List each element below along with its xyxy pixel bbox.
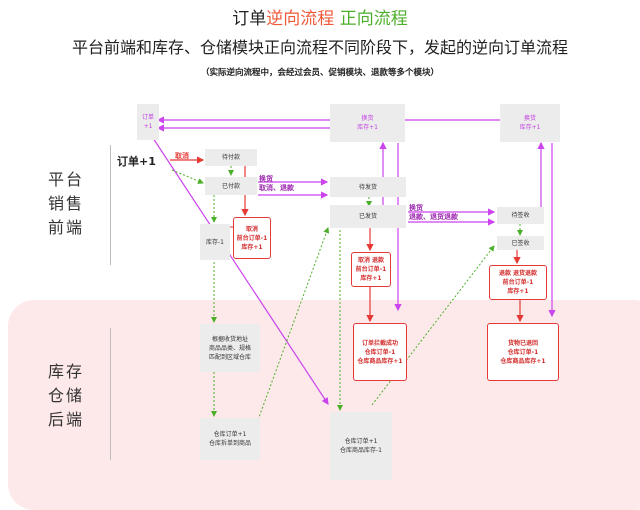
red-refund: 退款 退货退款 前台订单-1 库存+1 bbox=[489, 265, 547, 300]
title-forward: 正向流程 bbox=[339, 9, 408, 29]
label-order-big: 订单+1 bbox=[117, 155, 156, 168]
arrow-order-to-wh-goods bbox=[152, 137, 329, 406]
node-shipped: 已发货 bbox=[330, 205, 406, 228]
label-cancel: 取消 bbox=[175, 152, 189, 160]
node-pending-pay: 待付款 bbox=[205, 149, 257, 166]
diagram-title: 订单逆向流程 正向流程 bbox=[0, 8, 640, 30]
node-received: 已签收 bbox=[497, 236, 544, 250]
red-returned: 货物已退回 仓库订单-1 仓库商品库存+1 bbox=[487, 323, 559, 381]
node-pending-ship: 待发货 bbox=[330, 177, 406, 197]
red-cancel-2: 取消 退款 前台订单-1 库存+1 bbox=[351, 252, 391, 287]
red-cancel-1: 取消 前台订单-1 库存+1 bbox=[233, 217, 271, 259]
title-reverse: 逆向流程 bbox=[266, 9, 335, 29]
label-exchange-refund-1: 换货 取消、退款 bbox=[259, 175, 294, 192]
node-warehouse-order: 仓库订单+1 仓库拆单到商品 bbox=[200, 418, 260, 460]
arrow-order-to-paid bbox=[171, 169, 204, 184]
diagram-subtitle: 平台前端和库存、仓储模块正向流程不同阶段下，发起的逆向订单流程 bbox=[71, 38, 568, 57]
frontend-divider bbox=[110, 145, 111, 265]
section-backend-label: 库存 仓储 后端 bbox=[47, 362, 84, 429]
node-paid: 已付款 bbox=[205, 177, 257, 195]
title-order: 订单 bbox=[232, 9, 267, 29]
node-stock-minus: 库存-1 bbox=[200, 224, 230, 260]
node-warehouse-goods: 仓库订单+1 仓库商品库存-1 bbox=[330, 412, 392, 480]
backend-divider bbox=[110, 328, 111, 460]
diagram-note: （实际逆向流程中，会经过会员、促销模块、退款等多个模块） bbox=[200, 68, 439, 78]
label-exchange-refund-2: 换货 退款、退货退款 bbox=[409, 204, 458, 221]
node-match-warehouse: 根据收货地址 商品品类、规格 匹配到区域仓库 bbox=[200, 324, 260, 372]
node-order-plus: 订单 +1 bbox=[137, 104, 159, 140]
red-intercept: 订单拦截成功 仓库订单-1 仓库商品库存+1 bbox=[353, 323, 407, 381]
section-frontend-label: 平台 销售 前端 bbox=[47, 170, 84, 237]
node-exchange-1: 换货 库存+1 bbox=[330, 104, 405, 142]
node-pending-receive: 待签收 bbox=[497, 207, 544, 224]
node-exchange-2: 换货 库存+1 bbox=[500, 104, 560, 142]
